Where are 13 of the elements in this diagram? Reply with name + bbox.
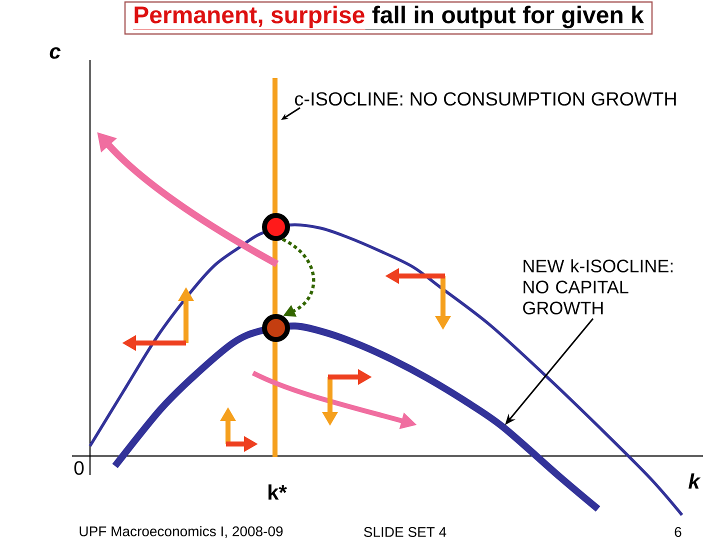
equilibrium-dot	[262, 213, 290, 241]
equilibrium-dot	[262, 314, 290, 342]
page-number: 6	[674, 527, 682, 537]
footer-text: UPF Macroeconomics I, 2008-09	[80, 526, 283, 538]
transition-arrow	[282, 238, 316, 317]
tick-label: k*	[268, 484, 287, 500]
annotation-text: NEW k-ISOCLINE: NO CAPITAL GROWTH	[523, 259, 673, 314]
axis-label: k	[688, 473, 701, 489]
footer-text: SLIDE SET 4	[364, 527, 446, 537]
annotation-text: c-ISOCLINE: NO CONSUMPTION GROWTH	[295, 92, 676, 106]
axis-label: c	[50, 47, 61, 59]
axis-label: 0	[74, 461, 84, 475]
title-box: Permanent, surprise fall in output for given k	[124, 1, 653, 35]
